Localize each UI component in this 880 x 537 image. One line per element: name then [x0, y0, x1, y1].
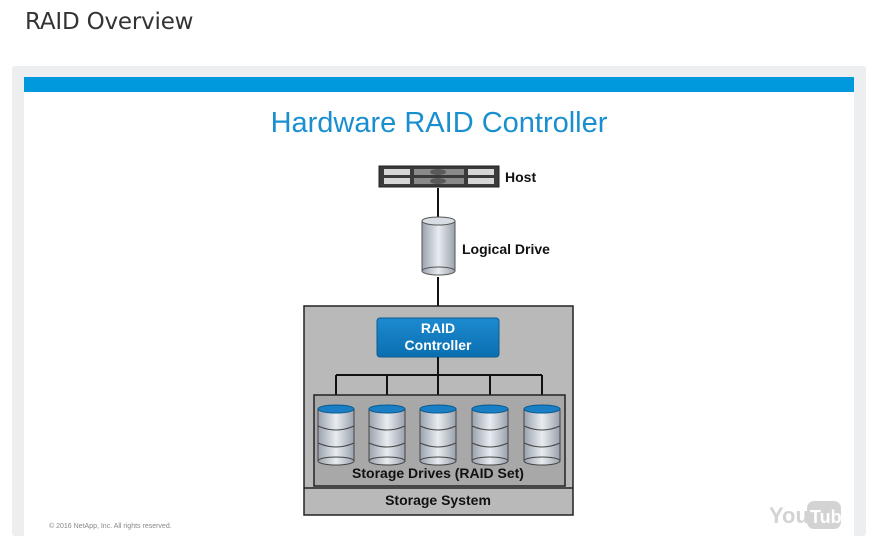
raid-controller-label-line1: RAID: [421, 320, 455, 336]
svg-text:You: You: [769, 503, 809, 528]
disk-drive-icon: [317, 404, 355, 466]
svg-text:Tube: Tube: [810, 507, 842, 527]
host-label: Host: [505, 169, 536, 185]
page-title: RAID Overview: [25, 9, 194, 35]
storage-system-label: Storage System: [385, 492, 491, 508]
storage-drives-label: Storage Drives (RAID Set): [352, 465, 524, 481]
logical-drive-label: Logical Drive: [462, 241, 550, 257]
disk-drive-icon: [368, 404, 406, 466]
host-server-icon: [378, 165, 500, 188]
slide-title: Hardware RAID Controller: [270, 107, 608, 139]
raid-controller-label-line2: Controller: [405, 337, 472, 353]
video-frame-slide[interactable]: Hardware RAID Controller: [24, 77, 854, 537]
disk-drive-icon: [471, 404, 509, 466]
logical-drive-icon: [421, 216, 456, 276]
slide-header-bar: [24, 77, 854, 92]
copyright-text: © 2016 NetApp, Inc. All rights reserved.: [49, 523, 172, 530]
raid-diagram: Host Logical Drive Storage System RAID C…: [303, 165, 574, 516]
disk-drive-icon: [419, 404, 457, 466]
youtube-watermark-icon[interactable]: You Tube: [767, 498, 842, 531]
disk-drive-icon: [523, 404, 561, 466]
